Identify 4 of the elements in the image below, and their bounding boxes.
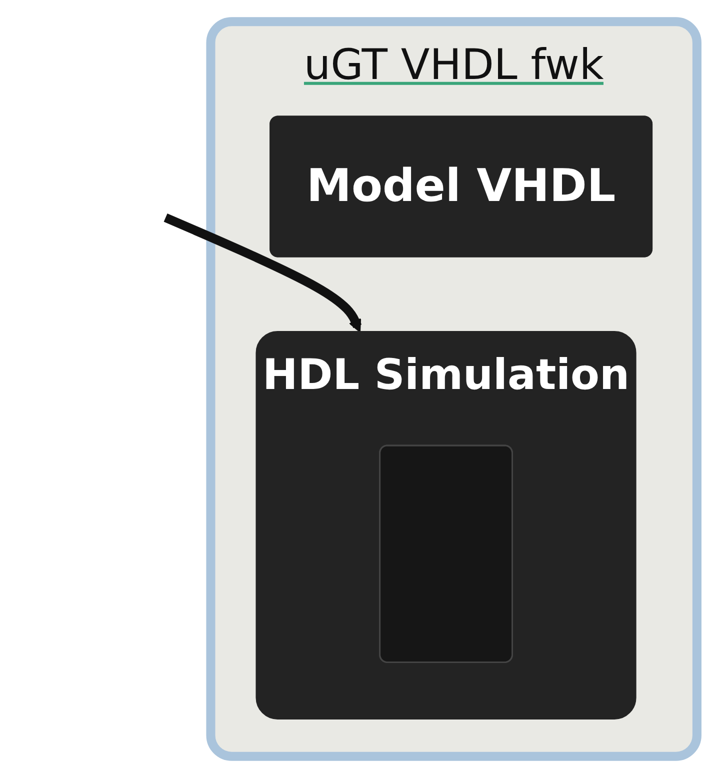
group-title: uGT VHDL fwk — [303, 38, 604, 92]
arrow — [163, 214, 362, 332]
box-label: Model VHDL — [306, 159, 616, 215]
group-title: HDL Simulation — [262, 348, 630, 402]
